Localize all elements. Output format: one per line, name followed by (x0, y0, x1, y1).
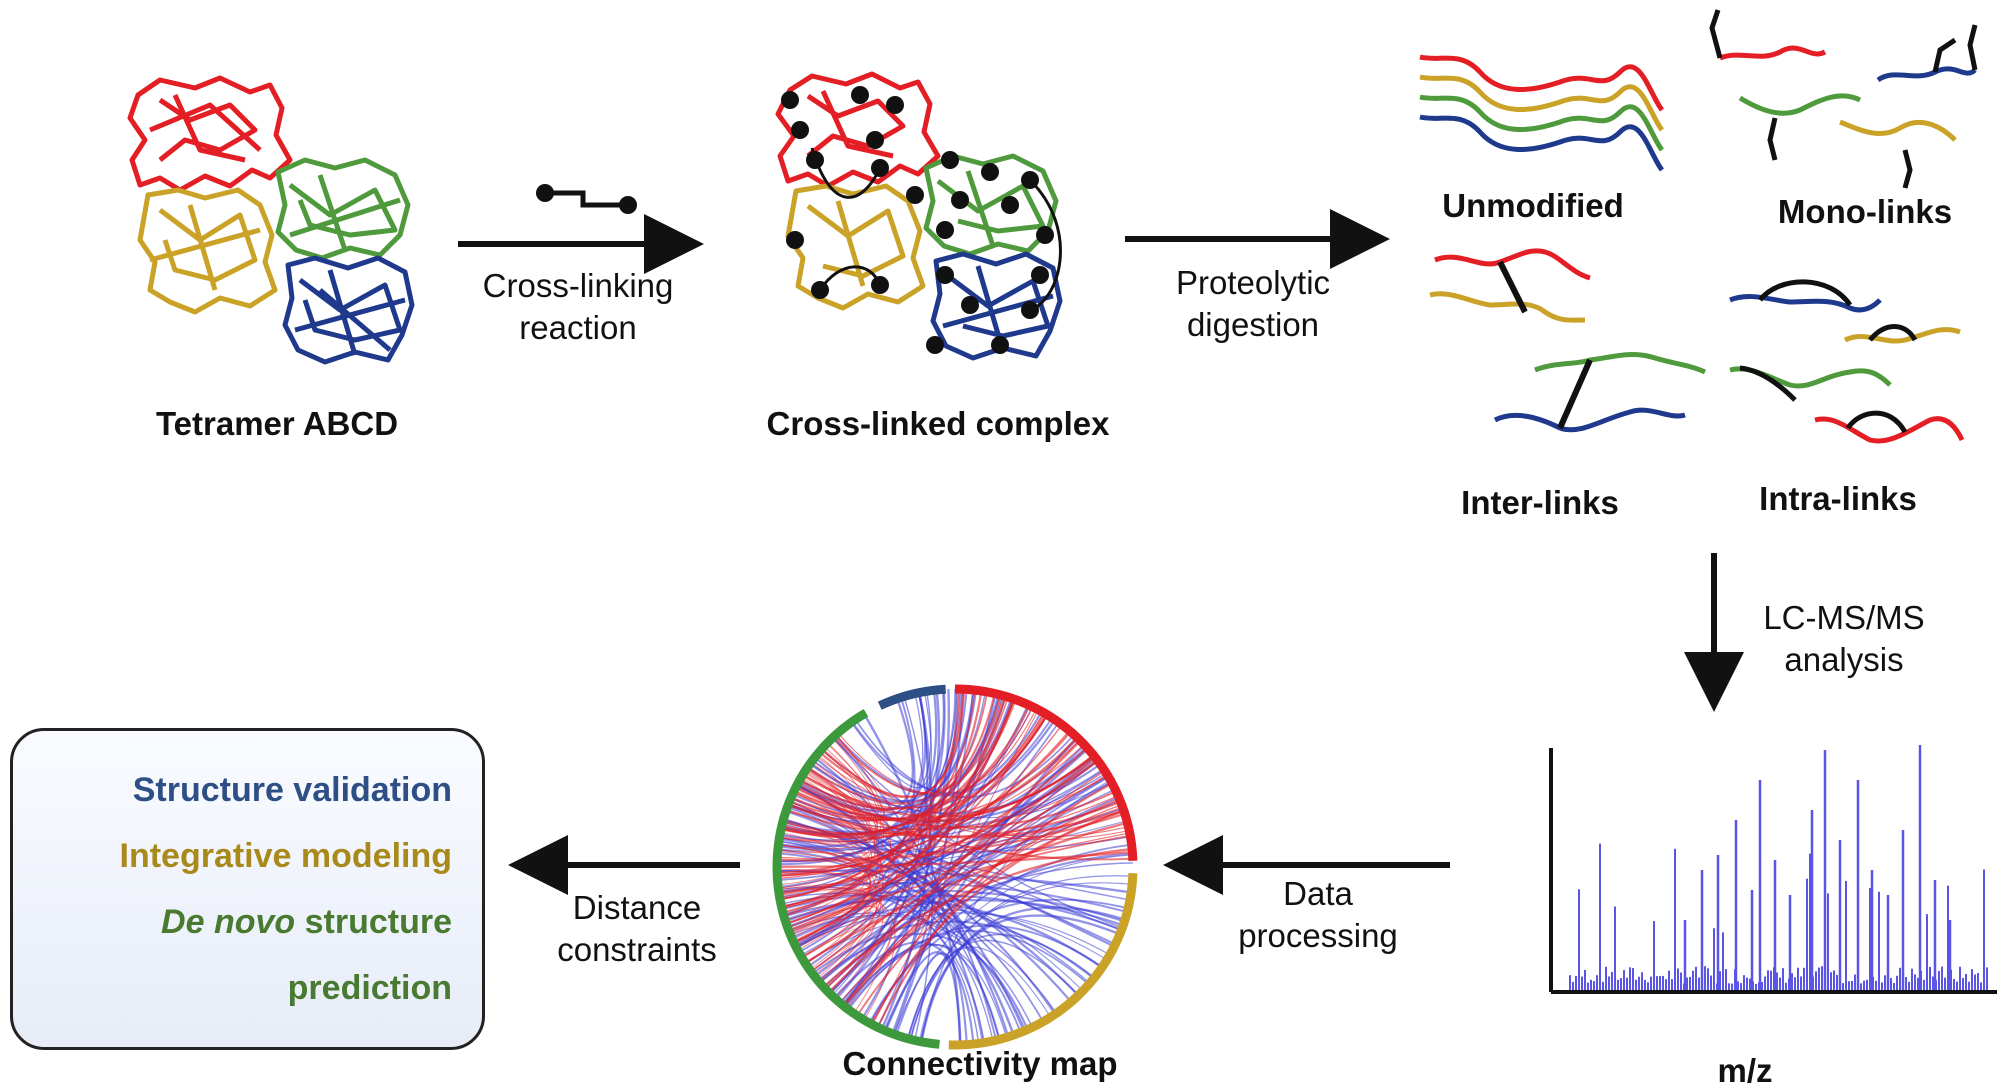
lcms-line-1: LC-MS/MS (1763, 599, 1925, 636)
distance-line-1: Distance (572, 889, 702, 926)
crosslinked-complex-structure (775, 71, 1063, 361)
crosslinking-line-2: reaction (519, 309, 637, 346)
data-processing-line-2: processing (1238, 917, 1398, 954)
tetramer-structure (127, 75, 415, 365)
segment-blue (877, 684, 946, 710)
de-novo-label: De novo structure (161, 903, 452, 942)
de-novo-italic: De novo (161, 903, 296, 941)
subunit-a-red (127, 75, 293, 193)
prediction-label: prediction (287, 969, 452, 1007)
mass-spectrum (1549, 745, 1997, 994)
distance-line-2: constraints (557, 931, 717, 968)
crosslinker-icon (536, 184, 637, 214)
crosslinked-complex-label: Cross-linked complex (766, 405, 1110, 442)
distance-constraints-label: Distance constraints (557, 887, 717, 971)
interlink-peptides (1429, 248, 1707, 433)
unmodified-label: Unmodified (1442, 187, 1624, 224)
data-processing-line-1: Data (1283, 875, 1353, 912)
monolink-peptides (1709, 9, 1978, 189)
unmodified-peptides (1419, 54, 1665, 172)
mz-axis-label: m/z (1717, 1052, 1773, 1089)
structure-validation-label: Structure validation (132, 771, 452, 809)
proteolytic-line-1: Proteolytic (1175, 264, 1331, 301)
crosslinking-reaction-label: Cross-linking reaction (483, 265, 674, 349)
proteolytic-digestion-label: Proteolytic digestion (1176, 262, 1330, 346)
intralink-peptides (1729, 279, 1965, 444)
outcomes-box: Structure validation Integrative modelin… (10, 728, 485, 1050)
de-novo-rest: structure (295, 903, 452, 941)
connectivity-map-label: Connectivity map (842, 1045, 1118, 1082)
monolinks-label: Mono-links (1777, 193, 1953, 230)
crosslinking-line-1: Cross-linking (482, 267, 674, 304)
interlinks-label: Inter-links (1461, 484, 1619, 521)
data-processing-label: Data processing (1238, 873, 1398, 957)
subunit-c-yellow (137, 187, 278, 315)
lcms-line-2: analysis (1784, 641, 1904, 678)
lcms-analysis-label: LC-MS/MS analysis (1763, 597, 1924, 681)
intralinks-label: Intra-links (1759, 480, 1917, 517)
connectivity-map (772, 684, 1138, 1050)
proteolytic-line-2: digestion (1186, 306, 1320, 343)
tetramer-label: Tetramer ABCD (155, 405, 399, 442)
subunit-d-blue (282, 255, 415, 365)
integrative-modeling-label: Integrative modeling (119, 837, 453, 875)
subunit-b-green (275, 157, 411, 261)
